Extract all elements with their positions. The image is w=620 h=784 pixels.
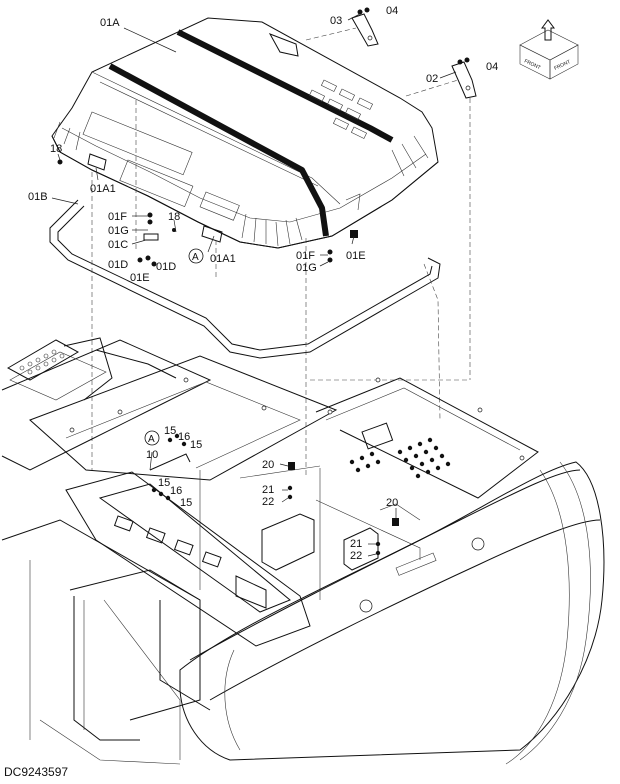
step-plate (6, 339, 80, 381)
label-02: 02 (426, 73, 438, 85)
engine-cover (51, 17, 439, 249)
cover-seal (49, 199, 441, 359)
callout-a-top: A (188, 248, 204, 264)
label-10: 10 (146, 449, 158, 461)
label-18-left: 18 (50, 143, 62, 155)
label-03: 03 (330, 15, 342, 27)
label-01E-left: 01E (130, 272, 150, 284)
label-01A1-right: 01A1 (210, 253, 236, 265)
orientation-front-right-label: FRONT (553, 59, 571, 72)
latch-03 (351, 7, 379, 47)
label-01B: 01B (28, 191, 48, 203)
machine-frame (1, 337, 605, 765)
label-15-d: 15 (180, 497, 192, 509)
label-20-right: 20 (386, 497, 398, 509)
label-22-right: 22 (350, 550, 362, 562)
svg-text:A: A (192, 252, 199, 263)
leader-lines (51, 13, 457, 557)
fasteners-upper (57, 159, 358, 267)
callout-a-bottom: A (144, 430, 160, 446)
projection-lines (91, 27, 471, 478)
label-01F-right: 01F (296, 250, 315, 262)
label-21-left: 21 (262, 484, 274, 496)
document-code: DC9243597 (4, 765, 69, 779)
label-01A1-left: 01A1 (90, 183, 116, 195)
label-01C: 01C (108, 239, 128, 251)
label-01D-right: 01D (156, 261, 176, 273)
perforated-vent (349, 437, 451, 479)
label-15-b: 15 (190, 439, 202, 451)
label-21-right: 21 (350, 538, 362, 550)
label-22-left: 22 (262, 496, 274, 508)
label-01D-left: 01D (108, 259, 128, 271)
part-labels: 01A 03 04 02 04 18 01A1 01B 01F 18 01G 0… (28, 5, 498, 562)
svg-text:A: A (148, 434, 155, 445)
label-04-right: 04 (486, 61, 498, 73)
label-01E-right: 01E (346, 250, 366, 262)
label-04-top: 04 (386, 5, 398, 17)
latch-02 (451, 57, 477, 99)
cover-vent-grille (308, 79, 373, 139)
label-20-left: 20 (262, 459, 274, 471)
label-01A: 01A (100, 17, 120, 29)
label-16-a: 16 (178, 431, 190, 443)
counterweight (179, 461, 605, 765)
fasteners-lower (149, 433, 399, 556)
label-18-mid: 18 (168, 211, 180, 223)
label-15-c: 15 (158, 477, 170, 489)
label-15-a: 15 (164, 425, 176, 437)
orientation-front-left-label: FRONT (523, 58, 541, 71)
label-16-b: 16 (170, 485, 182, 497)
label-01G-left: 01G (108, 225, 129, 237)
label-01G-right: 01G (296, 262, 317, 274)
orientation-arrow-icon: FRONT FRONT (519, 19, 579, 80)
label-01F-left: 01F (108, 211, 127, 223)
